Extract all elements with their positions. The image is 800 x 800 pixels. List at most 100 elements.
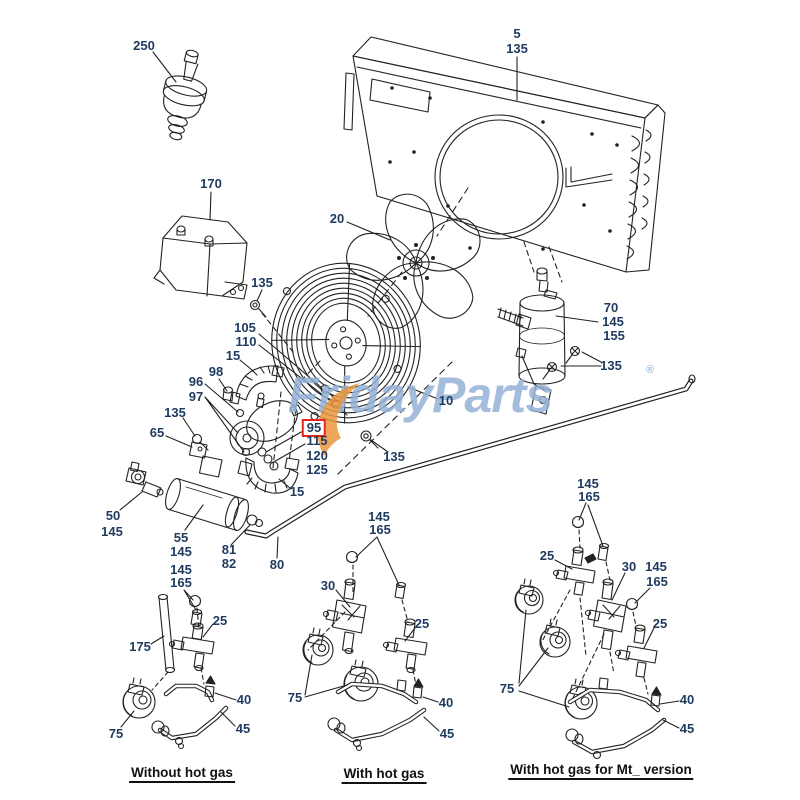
part-label-135: 135 (600, 358, 622, 373)
part-label-165: 165 (578, 489, 600, 504)
part-label-145: 145 (368, 509, 390, 524)
leader-50-145 (119, 491, 143, 511)
part-label-145: 145 (602, 314, 624, 329)
leader-81-82 (230, 524, 251, 546)
axis-dashed-main (295, 187, 469, 387)
part-label-125: 125 (306, 462, 328, 477)
part-96-97-fittings-drawing (235, 408, 251, 457)
leader-25-bm (404, 627, 416, 642)
part-label-145: 145 (645, 559, 667, 574)
part-label-45: 45 (439, 726, 455, 741)
part-label-165: 165 (646, 574, 668, 589)
part-50-valve-drawing (125, 461, 164, 498)
part-label-55: 55 (173, 530, 189, 545)
leader-25-bl (202, 623, 214, 638)
part-label-75: 75 (108, 726, 124, 741)
caption-with-hot-gas-mt-version: With hot gas for Mt_ version (508, 762, 694, 780)
part-label-97: 97 (188, 389, 204, 404)
part-135-bolt-right-drawing (360, 430, 379, 449)
part-20-fan-drawing (346, 193, 481, 329)
part-55-accumulator-drawing (165, 478, 264, 531)
leader-170 (209, 191, 212, 221)
part-label-110: 110 (235, 334, 257, 349)
part-label-40: 40 (438, 695, 454, 710)
axis-dashed-drier (523, 241, 563, 283)
leader-75-bm (304, 654, 348, 698)
part-label-25: 25 (539, 548, 555, 563)
part-label-65: 65 (149, 425, 165, 440)
part-label-70: 70 (603, 300, 619, 315)
part-label-115: 115 (306, 433, 328, 448)
part-label-135: 135 (251, 275, 273, 290)
part-label-25: 25 (652, 616, 668, 631)
part-label-96: 96 (188, 374, 204, 389)
axis-dashed-1 (261, 312, 294, 353)
part-label-120: 120 (306, 448, 328, 463)
part-label-135: 135 (506, 41, 528, 56)
leader-15-upper (239, 359, 253, 371)
part-label-135: 135 (164, 405, 186, 420)
part-95-motor-drawing (229, 392, 303, 456)
part-15-lower-clamp-drawing (237, 457, 300, 494)
part-label-95-highlighted: 95 (301, 419, 327, 437)
part-250-filter-drawing (162, 49, 208, 141)
leader-45-bl (220, 711, 236, 727)
subdiagram-without-hot-gas (120, 589, 237, 750)
part-label-5: 5 (513, 26, 521, 41)
part-label-155: 155 (603, 328, 625, 343)
part-10-fan-guard-drawing (271, 262, 421, 424)
leader-10 (407, 386, 439, 400)
part-label-40: 40 (679, 692, 695, 707)
part-label-30: 30 (320, 578, 336, 593)
leader-95-115 (265, 430, 306, 464)
part-label-105: 105 (234, 320, 256, 335)
subdiagram-with-hot-gas (302, 536, 440, 752)
part-65-bracket-drawing (188, 441, 223, 478)
part-label-81: 81 (221, 542, 237, 557)
leader-45-br (662, 719, 680, 729)
leader-175 (150, 635, 165, 645)
leader-135-right (370, 439, 389, 453)
leader-75-bl (120, 710, 135, 728)
leader-40-br (659, 700, 680, 705)
part-label-50: 50 (105, 508, 121, 523)
leader-20 (346, 221, 391, 241)
leader-40-bl (214, 692, 237, 701)
part-80-pipe-drawing (244, 374, 696, 539)
leader-75-br (518, 609, 570, 708)
leader-65 (165, 435, 193, 448)
leader-250 (152, 51, 177, 83)
leader-98 (218, 378, 228, 392)
axis-dashed-motor (272, 391, 298, 469)
leader-145-165-br2 (634, 587, 651, 604)
part-label-175: 175 (129, 639, 151, 654)
part-label-145: 145 (101, 524, 123, 539)
part-70-receiver-drier-drawing (497, 267, 581, 415)
part-label-15: 15 (289, 484, 305, 499)
part-label-98: 98 (208, 364, 224, 379)
part-label-30: 30 (621, 559, 637, 574)
part-label-10: 10 (438, 393, 454, 408)
leader-70-145-155 (555, 315, 599, 323)
part-label-15: 15 (225, 348, 241, 363)
leader-30-bm (335, 589, 351, 608)
leader-135-mid (182, 417, 196, 437)
part-label-25: 25 (414, 616, 430, 631)
leader-145-165-bl (183, 589, 197, 611)
leader-25-br1 (554, 559, 573, 570)
part-label-145: 145 (577, 476, 599, 491)
part-label-45: 45 (679, 721, 695, 736)
part-label-75: 75 (287, 690, 303, 705)
leader-96-97 (204, 383, 245, 453)
leader-145-165-br1 (578, 502, 604, 547)
caption-without-hot-gas: Without hot gas (129, 765, 235, 783)
part-label-75: 75 (499, 681, 515, 696)
leader-135-drier (560, 351, 602, 367)
leader-30-br (611, 572, 626, 601)
part-label-145: 145 (170, 544, 192, 559)
part-label-250: 250 (133, 38, 155, 53)
subdiagram-with-hot-gas-mt (514, 502, 680, 760)
caption-with-hot-gas: With hot gas (341, 766, 427, 784)
